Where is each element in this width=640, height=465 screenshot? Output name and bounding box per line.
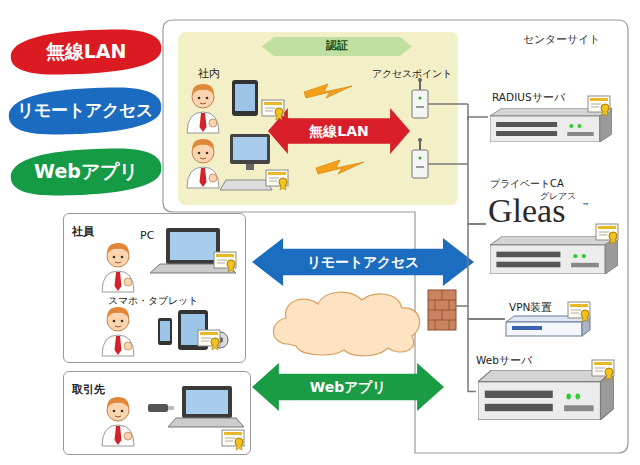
private-ca-text: Gleas xyxy=(488,194,565,228)
wireless-arrow-text: 無線LAN xyxy=(309,123,368,139)
network-line xyxy=(468,319,505,392)
employee-box-text: 社員 xyxy=(72,226,94,239)
web-server-text: Webサーバ xyxy=(476,354,532,366)
private-ca-text: ™ xyxy=(582,202,590,211)
device-label: PC xyxy=(140,230,154,243)
device-label: スマホ・タブレット xyxy=(108,295,198,307)
webapp-arrow: Webアプリ xyxy=(252,363,444,411)
radius-server-text: RADIUSサーバ xyxy=(492,91,565,103)
remote-arrow-text: リモートアクセス xyxy=(307,254,419,270)
title-banner-text: リモートアクセス xyxy=(17,101,153,121)
text-holder: Gleas xyxy=(488,194,565,228)
network-line xyxy=(468,117,488,224)
private-ca-text: プライベートCA xyxy=(490,178,564,190)
text-holder: Webサーバ xyxy=(476,349,532,368)
text-holder: 社内 xyxy=(198,62,220,81)
text-holder: プライベートCA xyxy=(490,172,564,191)
title-banner: 無線LAN xyxy=(6,27,166,77)
text-holder: 取引先 xyxy=(72,378,105,397)
title-banner-text: 無線LAN xyxy=(46,41,127,63)
partner-box-text: 取引先 xyxy=(72,384,105,397)
label-holder: スマホ・タブレット xyxy=(108,289,198,308)
title-banner: Webアプリ xyxy=(6,146,166,198)
text-holder: センターサイト xyxy=(523,28,600,47)
label-holder: PC xyxy=(140,224,154,243)
auth-band-text: 認証 xyxy=(326,40,348,53)
title-banner-text: Webアプリ xyxy=(34,161,138,183)
text-holder: VPN装置 xyxy=(509,296,552,315)
auth-band: 認証 xyxy=(262,37,412,56)
text-holder: ™ xyxy=(582,194,590,213)
device-label: アクセスポイント xyxy=(372,68,452,80)
center-site-text: センターサイト xyxy=(523,34,600,47)
label-holder: アクセスポイント xyxy=(372,62,452,81)
webapp-arrow-text: Webアプリ xyxy=(310,379,386,395)
title-banner: リモートアクセス xyxy=(4,85,166,137)
network-line xyxy=(468,224,505,319)
vpn-device-text: VPN装置 xyxy=(509,301,552,313)
text-holder: RADIUSサーバ xyxy=(492,86,565,105)
office-area-text: 社内 xyxy=(198,68,220,81)
remote-arrow: リモートアクセス xyxy=(252,238,474,286)
wireless-arrow: 無線LAN xyxy=(268,108,410,154)
text-holder: 社員 xyxy=(72,220,94,239)
